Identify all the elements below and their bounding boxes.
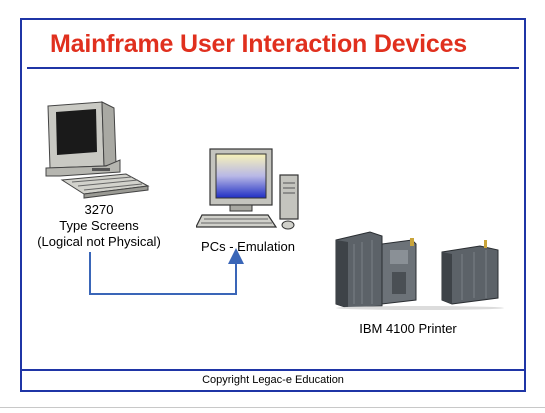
title-divider xyxy=(27,67,519,69)
printer-icon xyxy=(335,231,504,310)
terminal-label-line1: 3270 xyxy=(84,202,114,217)
slide-title: Mainframe User Interaction Devices xyxy=(50,30,467,58)
pc-label: PCs - Emulation xyxy=(201,239,295,254)
terminal-label-line2: Type Screens xyxy=(59,218,139,233)
computer-terminal-icon xyxy=(45,101,150,199)
copyright-footer: Copyright Legac-e Education xyxy=(202,374,344,386)
desktop-pc-icon xyxy=(196,148,299,230)
footer-divider xyxy=(20,369,526,371)
connection-arrow xyxy=(89,248,244,295)
terminal-label: 3270 Type Screens (Logical not Physical) xyxy=(24,202,174,250)
page-bottom-line xyxy=(0,407,545,408)
slide-frame xyxy=(20,18,526,392)
printer-label: IBM 4100 Printer xyxy=(359,321,457,336)
terminal-label-line3: (Logical not Physical) xyxy=(37,234,161,249)
